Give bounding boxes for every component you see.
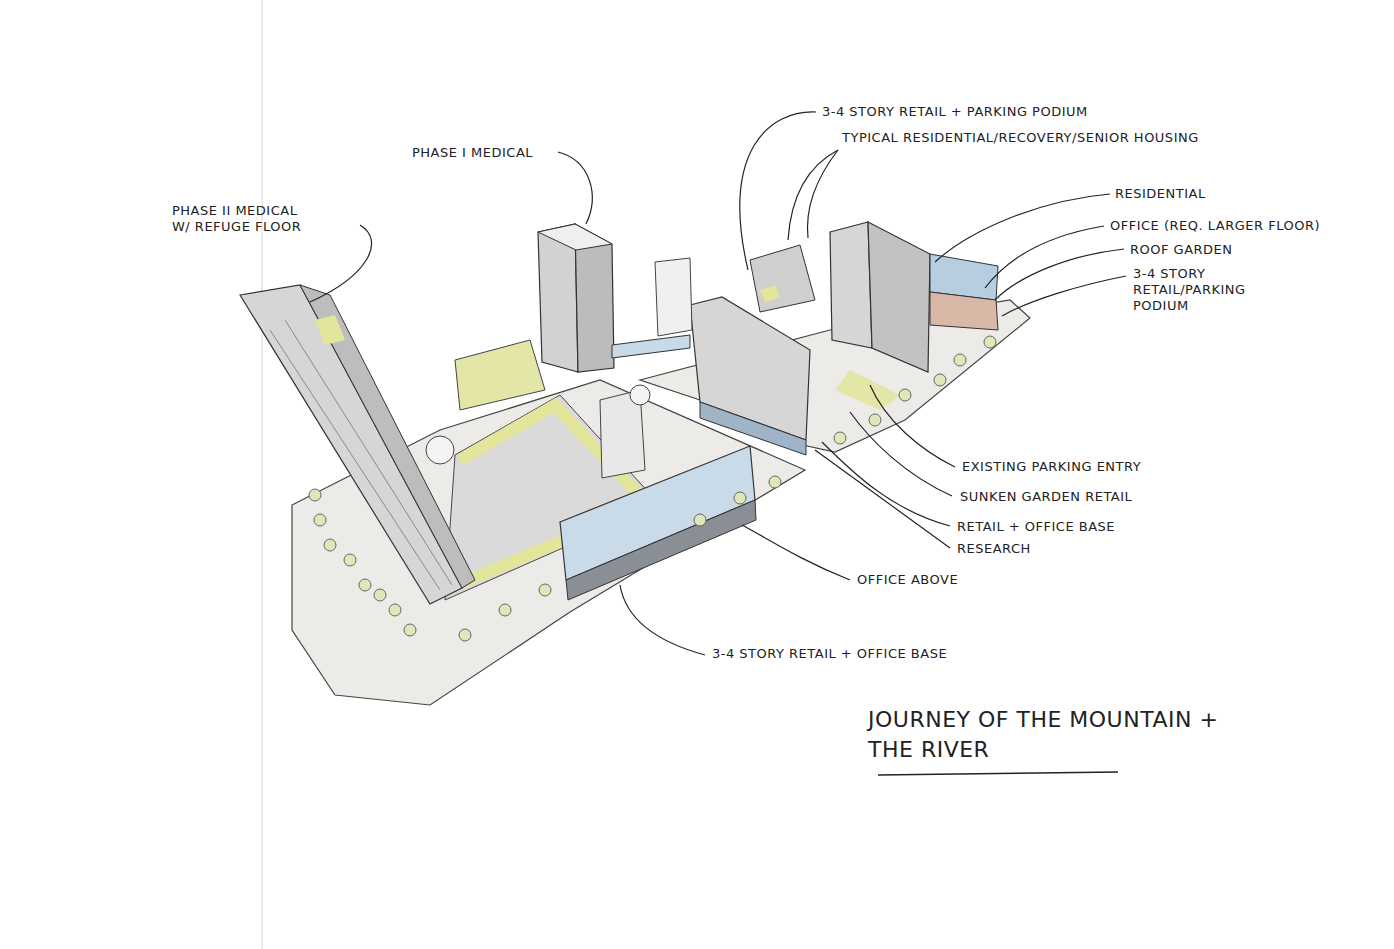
- callout-label: SUNKEN GARDEN RETAIL: [960, 489, 1132, 505]
- callout-label: RESEARCH: [957, 541, 1031, 557]
- sketch-title: JOURNEY OF THE MOUNTAIN + THE RIVER: [868, 705, 1223, 765]
- residential-tower: [830, 222, 872, 348]
- callout-label: 3-4 STORY RETAIL + OFFICE BASE: [712, 646, 947, 662]
- roof-garden: [315, 315, 345, 345]
- tower-slab: [300, 285, 475, 588]
- podium: [930, 292, 998, 330]
- roundabout: [630, 385, 650, 405]
- tower-slab: [240, 285, 462, 604]
- callout-label: OFFICE (REQ. LARGER FLOOR): [1110, 218, 1320, 234]
- block: [655, 258, 692, 336]
- title-underline: [878, 772, 1118, 775]
- callout-label: 3-4 STORY RETAIL/PARKING PODIUM: [1133, 266, 1283, 314]
- callout-label: PHASE I MEDICAL: [412, 145, 533, 161]
- leader-lines: [310, 112, 1126, 655]
- callout-label: EXISTING PARKING ENTRY: [962, 459, 1141, 475]
- roof-garden: [760, 285, 780, 302]
- green-roof: [455, 340, 545, 410]
- callout-label: RESIDENTIAL: [1115, 186, 1206, 202]
- callout-label: RETAIL + OFFICE BASE: [957, 519, 1115, 535]
- retail-base: [566, 500, 756, 600]
- plaza: [835, 370, 900, 410]
- roundabout: [426, 436, 454, 464]
- glass-base: [700, 402, 806, 455]
- skybridge: [612, 335, 690, 358]
- callout-label: ROOF GARDEN: [1130, 242, 1233, 258]
- residential-tower: [868, 222, 930, 372]
- trees: [309, 336, 996, 641]
- tower: [538, 224, 612, 250]
- block: [750, 245, 815, 312]
- facade-lines: [270, 320, 452, 590]
- callout-label: OFFICE ABOVE: [857, 572, 958, 588]
- margin-line: [262, 0, 263, 949]
- callout-label: PHASE II MEDICAL W/ REFUGE FLOOR: [172, 203, 312, 235]
- callout-label: TYPICAL RESIDENTIAL/RECOVERY/SENIOR HOUS…: [842, 130, 1199, 146]
- callout-label: 3-4 STORY RETAIL + PARKING PODIUM: [822, 104, 1088, 120]
